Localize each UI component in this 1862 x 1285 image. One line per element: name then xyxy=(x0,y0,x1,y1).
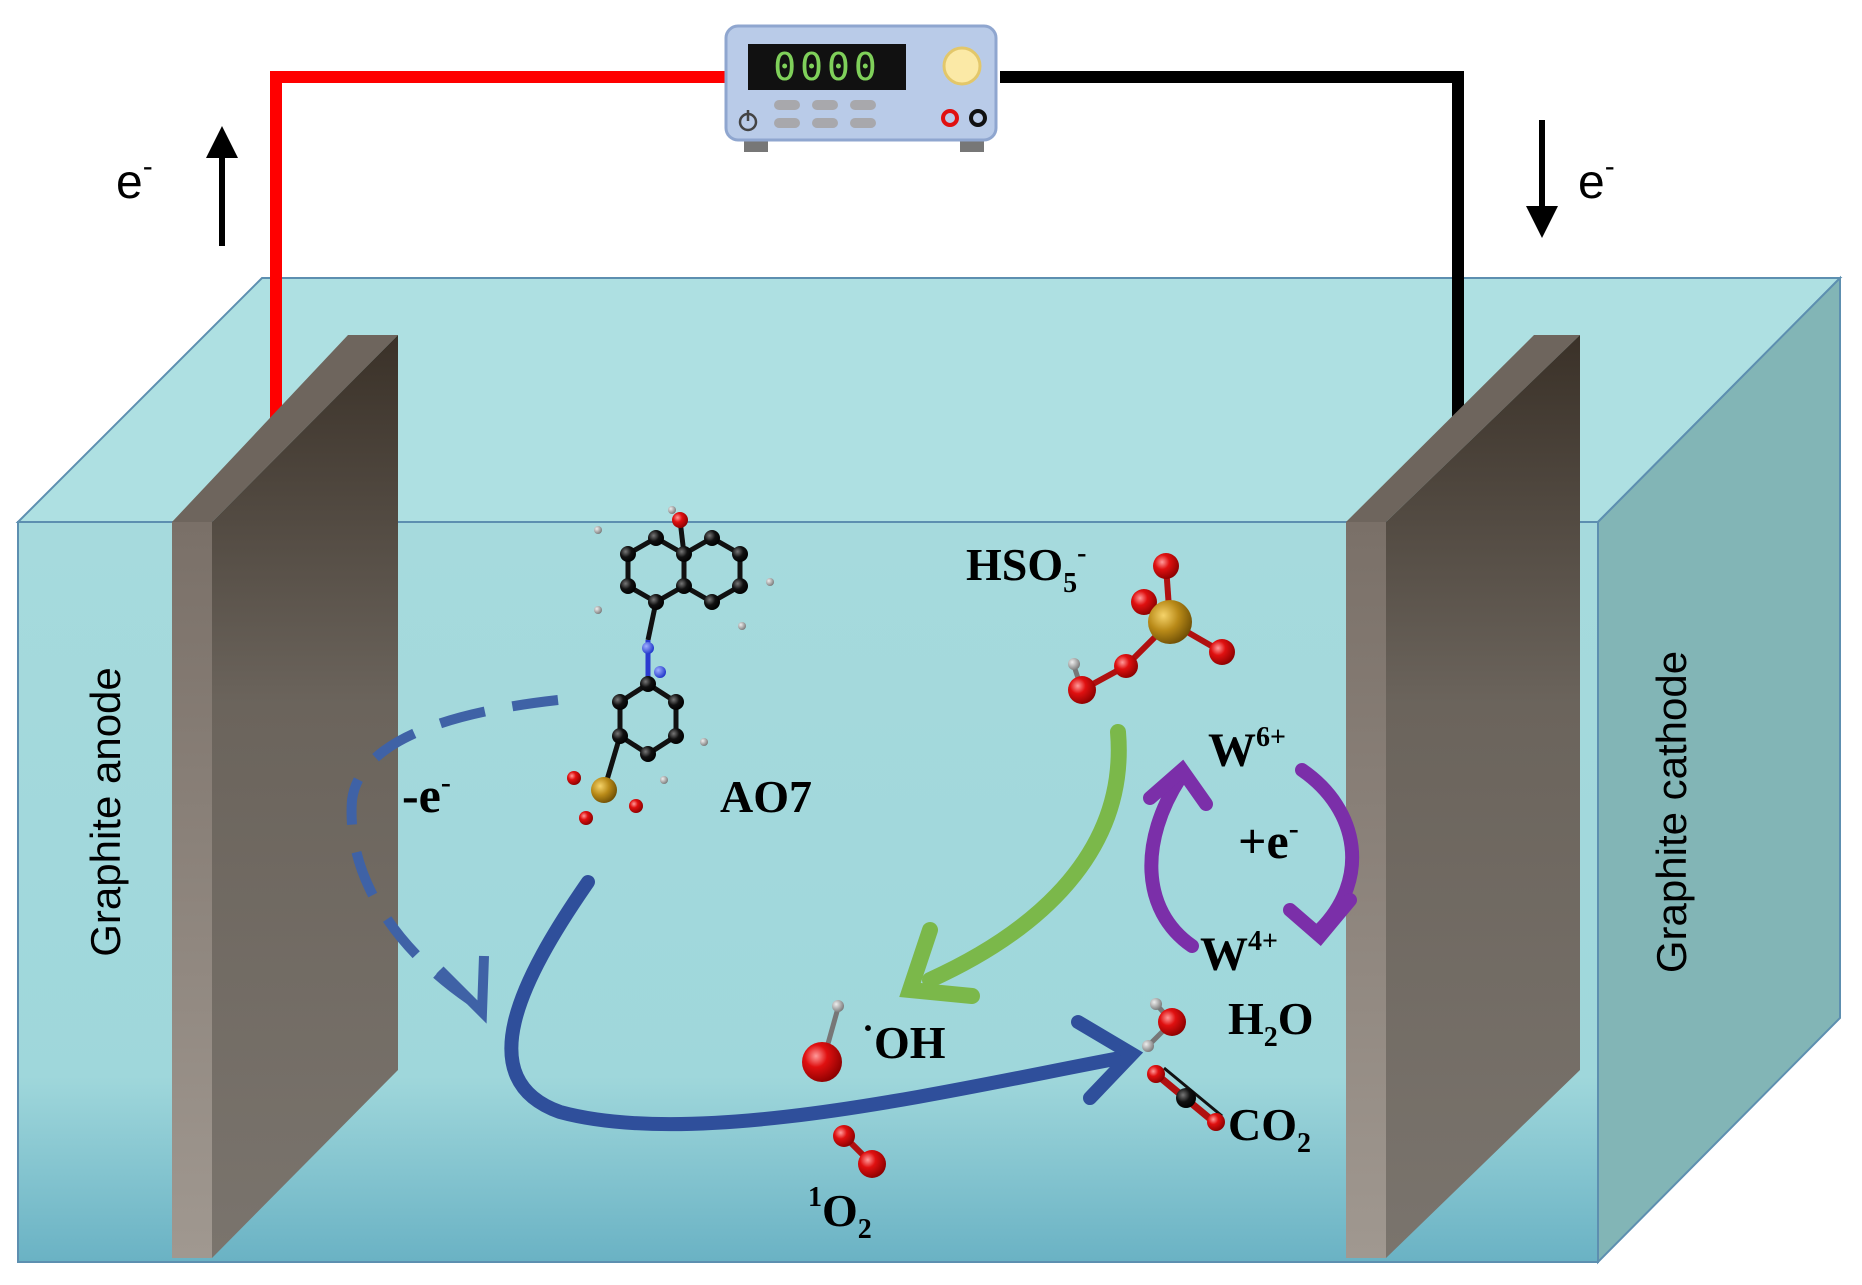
tungsten-cycle-arrows xyxy=(1143,759,1360,953)
h2o-label: H2O xyxy=(1228,993,1314,1053)
singlet-oxygen-label: 1O2 xyxy=(808,1182,872,1245)
black-terminal xyxy=(969,109,987,127)
electron-label-right: e- xyxy=(1578,150,1615,209)
degradation-arrow xyxy=(504,875,1144,1132)
anode-wire xyxy=(270,71,728,430)
anode-label: Graphite anode xyxy=(82,667,129,957)
co2-label: CO2 xyxy=(1228,1099,1311,1159)
hso5-molecule xyxy=(1068,553,1235,704)
cathode-label: Graphite cathode xyxy=(1648,651,1695,973)
hydroxyl-radical-molecule xyxy=(802,1000,844,1082)
hso5-label: HSO5- xyxy=(966,538,1086,599)
cathode-electrode xyxy=(1346,335,1580,1258)
plus-e-label: +e- xyxy=(1238,812,1299,869)
red-terminal xyxy=(941,109,959,127)
ao7-atoms xyxy=(567,506,774,825)
electron-flow-down-arrow xyxy=(1526,120,1558,238)
water-molecule xyxy=(1142,998,1186,1052)
electron-flow-up-arrow xyxy=(206,126,238,246)
co2-molecule xyxy=(1147,1065,1225,1131)
anode-electrode xyxy=(172,335,398,1258)
oh-label: ·OH xyxy=(862,1008,946,1068)
power-knob xyxy=(942,46,982,86)
power-display-value: 0000 xyxy=(773,45,881,89)
minus-e-label: -e- xyxy=(402,766,451,823)
activation-arrow xyxy=(899,724,1127,1004)
singlet-oxygen-molecule xyxy=(833,1125,886,1178)
w6-label: W6+ xyxy=(1208,722,1286,777)
ao7-label: AO7 xyxy=(720,771,812,822)
power-display xyxy=(748,44,906,90)
dc-power-supply: 0000 xyxy=(724,24,998,152)
dashed-oxidation-arrow xyxy=(346,695,559,1024)
electron-label-left: e- xyxy=(116,150,153,209)
power-icon xyxy=(738,110,758,132)
w4-label: W4+ xyxy=(1200,926,1278,981)
cathode-wire xyxy=(1000,71,1464,417)
